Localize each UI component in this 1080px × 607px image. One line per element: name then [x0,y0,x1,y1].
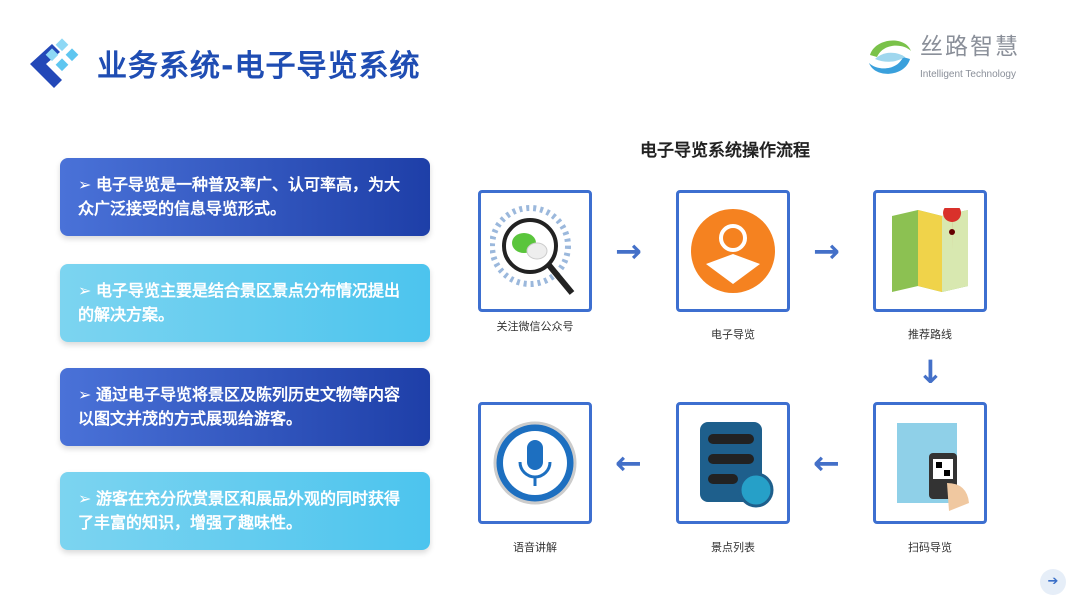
arrow-right-icon: → [813,232,840,270]
point-text: 电子导览是一种普及率广、认可率高，为大众广泛接受的信息导览形式。 [78,175,401,218]
list-icon [700,422,774,508]
step-label: 关注微信公众号 [496,320,574,333]
arrow-bullet-icon: ➢ [78,175,92,194]
point-card: ➢电子导览是一种普及率广、认可率高，为大众广泛接受的信息导览形式。 [60,158,430,236]
next-slide-button[interactable]: ➔ [1040,569,1066,595]
arrow-right-icon: → [615,232,642,270]
step-wechat [478,190,592,312]
step-voice [478,402,592,524]
map-icon [892,208,968,292]
arrow-left-icon: ← [813,444,840,482]
point-text: 通过电子导览将景区及陈列历史文物等内容以图文并茂的方式展现给游客。 [78,385,401,428]
arrow-bullet-icon: ➢ [78,489,92,508]
arrow-left-icon: ← [615,444,642,482]
step-label: 语音讲解 [513,541,557,554]
step-guide [676,190,790,312]
logo-icon [28,36,90,92]
point-text: 游客在充分欣赏景区和展品外观的同时获得了丰富的知识，增强了趣味性。 [78,489,401,532]
step-label: 景点列表 [711,541,755,554]
page-title: 业务系统-电子导览系统 [97,49,421,84]
step-list [676,402,790,524]
point-text: 电子导览主要是结合景区景点分布情况提出的解决方案。 [78,281,401,324]
wechat-search-icon [490,205,575,295]
step-route [873,190,987,312]
arrow-bullet-icon: ➢ [78,385,92,404]
arrow-bullet-icon: ➢ [78,281,92,300]
brand-tagline: Intelligent Technology [920,69,1016,80]
step-label: 电子导览 [711,328,755,341]
flow-title: 电子导览系统操作流程 [640,141,810,161]
audio-guide-icon [691,209,775,293]
qr-scan-icon [897,423,969,511]
point-card: ➢游客在充分欣赏景区和展品外观的同时获得了丰富的知识，增强了趣味性。 [60,472,430,550]
brand-logo: 丝路智慧 Intelligent Technology [865,33,1035,85]
point-card: ➢电子导览主要是结合景区景点分布情况提出的解决方案。 [60,264,430,342]
arrow-down-icon: ↓ [917,353,944,391]
point-card: ➢通过电子导览将景区及陈列历史文物等内容以图文并茂的方式展现给游客。 [60,368,430,446]
step-label: 推荐路线 [908,328,952,341]
brand-name: 丝路智慧 [920,34,1020,60]
microphone-icon [493,421,577,505]
brand-swirl-icon [869,40,911,74]
step-scan [873,402,987,524]
step-label: 扫码导览 [908,541,952,554]
